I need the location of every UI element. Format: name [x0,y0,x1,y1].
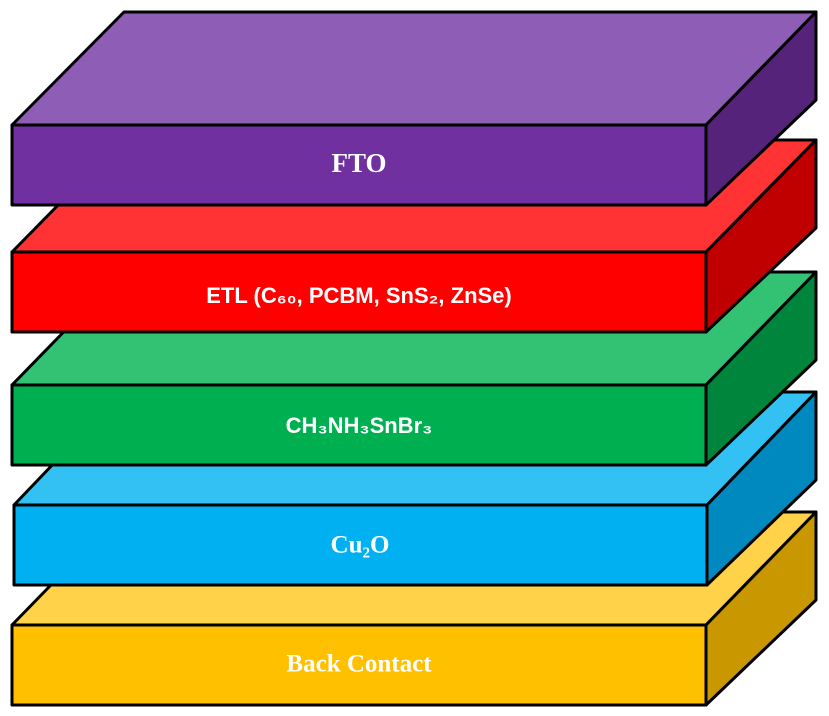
layer-cu2o-front-face [12,503,709,587]
layer-back-contact-front-face [10,623,708,707]
layer-perovskite-label: CH₃NH₃SnBr₃ [286,413,433,438]
layer-back-contact-label: Back Contact [286,651,432,678]
layer-cu2o-label: Cu₂O [331,532,390,559]
layer-fto-label: FTO [331,148,386,178]
layer-etl-front-face [10,250,708,334]
layer-fto: FTO [10,10,818,207]
layer-etl-label: ETL (C₆₀, PCBM, SnS₂, ZnSe) [206,283,512,308]
layer-fto-front-face [10,123,708,207]
layer-fto-top-face [10,10,818,127]
layer-perovskite-front-face [10,383,708,467]
